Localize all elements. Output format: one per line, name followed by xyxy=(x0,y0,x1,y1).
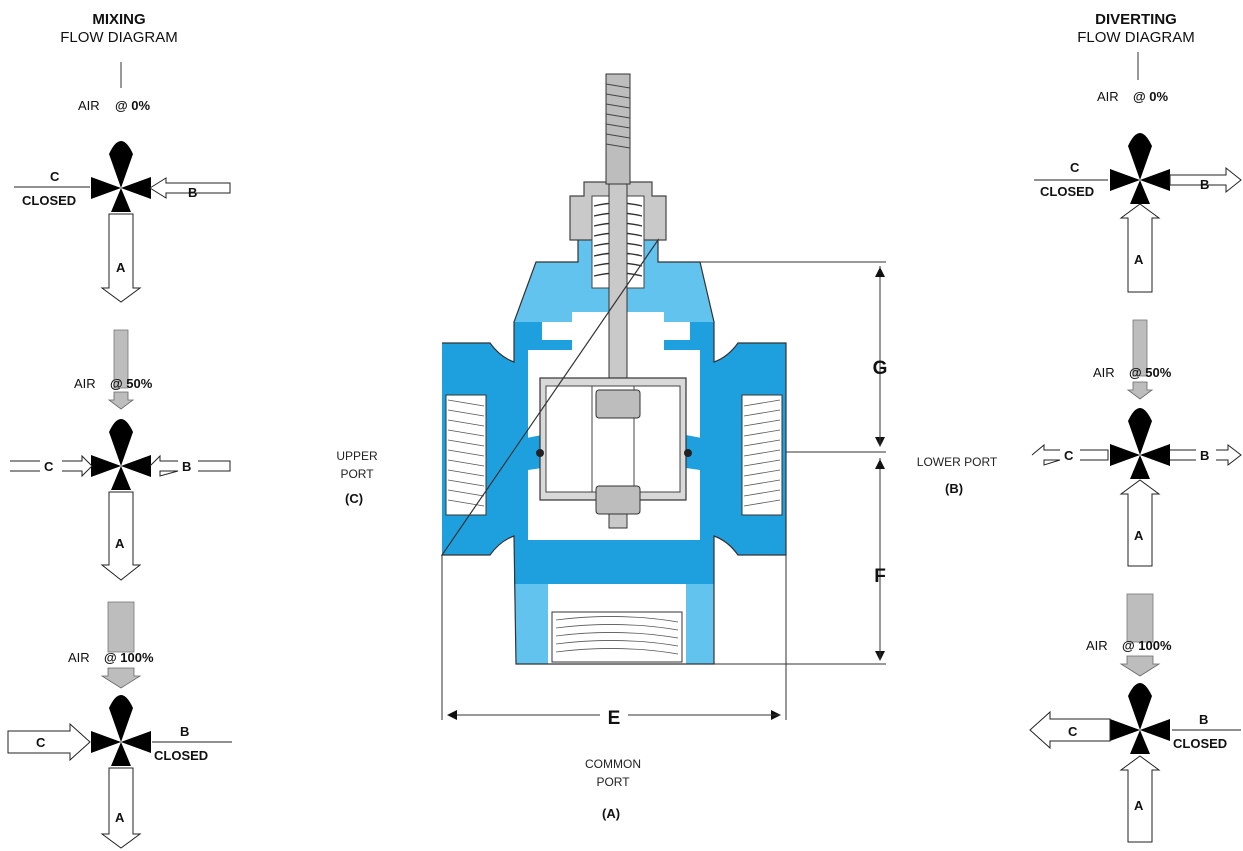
upper-port-label: UPPER PORT (C) xyxy=(336,449,378,506)
mixing-port-a-1: A xyxy=(115,536,125,551)
mixing-port-b-status-2: CLOSED xyxy=(154,748,208,763)
mixing-arrow-c-in-icon xyxy=(10,454,93,478)
mixing-air-value-0: @ 0% xyxy=(115,98,151,113)
mixing-state-0: AIR @ 0% C CLOSED B A xyxy=(14,98,231,303)
lower-port-code: (B) xyxy=(945,481,963,496)
mixing-air-prefix-0: AIR xyxy=(78,98,100,113)
diverting-air-bar-100 xyxy=(1126,593,1154,643)
upper-port-threads xyxy=(445,394,487,516)
bottom-nut xyxy=(595,485,641,515)
upper-port-line2: PORT xyxy=(340,467,374,481)
common-port-threads xyxy=(551,611,683,663)
diverting-column: DIVERTING FLOW DIAGRAM AIR @ 0% C CLOSED… xyxy=(1029,11,1242,843)
diverting-port-c-2: C xyxy=(1068,724,1078,739)
lower-port-line1: LOWER PORT xyxy=(917,455,998,469)
common-port-line1: COMMON xyxy=(585,757,641,771)
diverting-state-50: AIR @ 50% C B A xyxy=(1031,319,1242,567)
common-port-line2: PORT xyxy=(596,775,630,789)
valve-symbol-icon xyxy=(1110,133,1170,204)
diverting-port-b-2: B xyxy=(1199,712,1208,727)
diverting-title: DIVERTING xyxy=(1095,11,1177,28)
mixing-subtitle: FLOW DIAGRAM xyxy=(60,29,178,46)
diverting-air-bar-50 xyxy=(1132,319,1148,377)
diverting-air-value-1: @ 50% xyxy=(1129,365,1172,380)
mixing-state-50: AIR @ 50% C B A xyxy=(10,329,231,581)
diverting-port-a-1: A xyxy=(1134,528,1144,543)
mixing-arrow-c-in-icon xyxy=(7,722,91,762)
diverting-arrow-a-in-icon xyxy=(1119,479,1161,567)
mixing-arrow-a-out-icon xyxy=(100,491,142,581)
diverting-port-a-0: A xyxy=(1134,252,1144,267)
mixing-arrow-b-in-icon xyxy=(149,177,231,199)
diverting-state-0: AIR @ 0% C CLOSED B A xyxy=(1034,89,1242,293)
upper-port-code: (C) xyxy=(345,491,363,506)
mixing-air-value-1: @ 50% xyxy=(110,376,153,391)
diverting-air-prefix-1: AIR xyxy=(1093,365,1115,380)
valve-symbol-icon xyxy=(91,141,151,212)
mixing-port-b-0: B xyxy=(188,185,197,200)
mixing-port-b-1: B xyxy=(182,459,191,474)
mixing-port-c-2: C xyxy=(36,735,46,750)
valve-symbol-icon xyxy=(1110,408,1170,479)
mixing-port-a-0: A xyxy=(116,260,126,275)
diverting-port-b-status-2: CLOSED xyxy=(1173,736,1227,751)
mixing-air-value-2: @ 100% xyxy=(104,650,154,665)
valve-symbol-icon xyxy=(91,419,151,490)
diverting-arrow-b-out-icon xyxy=(1170,443,1242,467)
diverting-state-100: AIR @ 100% C B CLOSED A xyxy=(1029,593,1241,843)
diverting-air-value-2: @ 100% xyxy=(1122,638,1172,653)
dimension-lines: G F E xyxy=(441,261,888,729)
diverting-port-c-status-0: CLOSED xyxy=(1040,184,1094,199)
mixing-air-prefix-1: AIR xyxy=(74,376,96,391)
upper-port-line1: UPPER xyxy=(336,449,378,463)
diverting-port-a-2: A xyxy=(1134,798,1144,813)
mixing-state-100: AIR @ 100% C B CLOSED A xyxy=(7,601,232,849)
mixing-air-bar-100 xyxy=(107,601,135,653)
mixing-air-bar-50 xyxy=(113,329,129,389)
diverting-port-c-1: C xyxy=(1064,448,1074,463)
diverting-air-value-0: @ 0% xyxy=(1133,89,1169,104)
valve-cross-section xyxy=(440,73,787,665)
common-port-code: (A) xyxy=(602,806,620,821)
diverting-air-prefix-0: AIR xyxy=(1097,89,1119,104)
diverting-port-b-0: B xyxy=(1200,177,1209,192)
diverting-arrow-c-out-icon xyxy=(1029,710,1111,750)
diverting-subtitle: FLOW DIAGRAM xyxy=(1077,29,1195,46)
top-nut xyxy=(595,389,641,419)
common-port-label: COMMON PORT (A) xyxy=(585,757,641,821)
mixing-air-prefix-2: AIR xyxy=(68,650,90,665)
mixing-column: MIXING FLOW DIAGRAM AIR @ 0% C CLOSED B … xyxy=(7,11,232,849)
diverting-port-b-1: B xyxy=(1200,448,1209,463)
diverting-arrow-b-out-icon xyxy=(1169,166,1242,194)
mixing-arrow-a-out-icon xyxy=(100,767,142,849)
mixing-port-c-status-0: CLOSED xyxy=(22,193,76,208)
mixing-port-b-2: B xyxy=(180,724,189,739)
mixing-port-a-2: A xyxy=(115,810,125,825)
valve-symbol-icon xyxy=(1110,683,1170,754)
mixing-port-c-0: C xyxy=(50,169,60,184)
mixing-port-c-1: C xyxy=(44,459,54,474)
dimension-f-label: F xyxy=(874,566,886,587)
lower-port-label: LOWER PORT (B) xyxy=(917,455,998,496)
mixing-arrow-a-out-icon xyxy=(100,213,142,303)
valve-stem xyxy=(605,73,631,185)
dimension-e-label: E xyxy=(608,708,621,729)
diverting-arrow-a-in-icon xyxy=(1119,755,1161,843)
diverting-arrow-c-out-icon xyxy=(1031,443,1109,466)
dimension-g-label: G xyxy=(873,358,888,379)
mixing-title: MIXING xyxy=(92,11,145,28)
valve-symbol-icon xyxy=(91,695,151,766)
diverting-arrow-a-in-icon xyxy=(1119,203,1161,293)
mixing-arrow-b-in-icon xyxy=(149,454,231,477)
lower-port-threads xyxy=(741,394,783,516)
diverting-air-prefix-2: AIR xyxy=(1086,638,1108,653)
diverting-port-c-0: C xyxy=(1070,160,1080,175)
